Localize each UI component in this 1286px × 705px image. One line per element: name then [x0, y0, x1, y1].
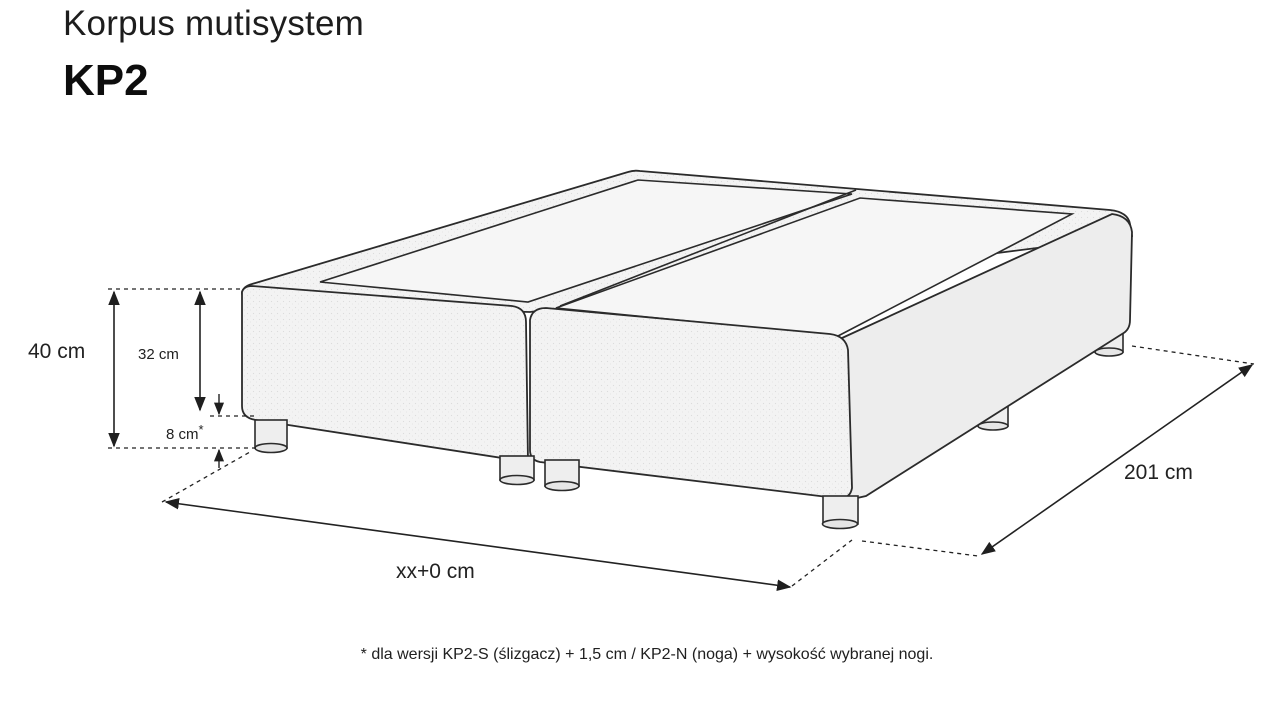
- bed-base: [241, 169, 1134, 530]
- bed-top-surface: [241, 169, 1134, 337]
- leg-height-label: 8 cm*: [166, 422, 204, 443]
- footnote: * dla wersji KP2-S (ślizgacz) + 1,5 cm /…: [0, 646, 1286, 664]
- leg-height-marker: *: [199, 422, 204, 437]
- length-arrow: [980, 364, 1254, 555]
- dimension-lines: [108, 288, 1255, 591]
- right-side-wall: [841, 213, 1133, 502]
- width-arrow: [164, 498, 792, 591]
- front-leg-center-left: [499, 455, 535, 486]
- length-label: 201 cm: [1124, 461, 1193, 484]
- width-label: xx+0 cm: [396, 560, 475, 583]
- front-leg-left: [254, 419, 288, 454]
- frame-height-label: 32 cm: [138, 346, 179, 363]
- diagram-subtitle: Korpus mutisystem: [63, 4, 364, 43]
- diagram-title: KP2: [63, 56, 149, 105]
- leg-height-value: 8 cm: [166, 426, 199, 443]
- footnote-text: * dla wersji KP2-S (ślizgacz) + 1,5 cm /…: [360, 646, 934, 663]
- left-front-panel: [241, 285, 529, 464]
- front-leg-center-right: [544, 459, 580, 492]
- top-panel-left: [319, 179, 853, 303]
- total-height-label: 40 cm: [28, 340, 85, 363]
- front-leg-right: [821, 495, 859, 530]
